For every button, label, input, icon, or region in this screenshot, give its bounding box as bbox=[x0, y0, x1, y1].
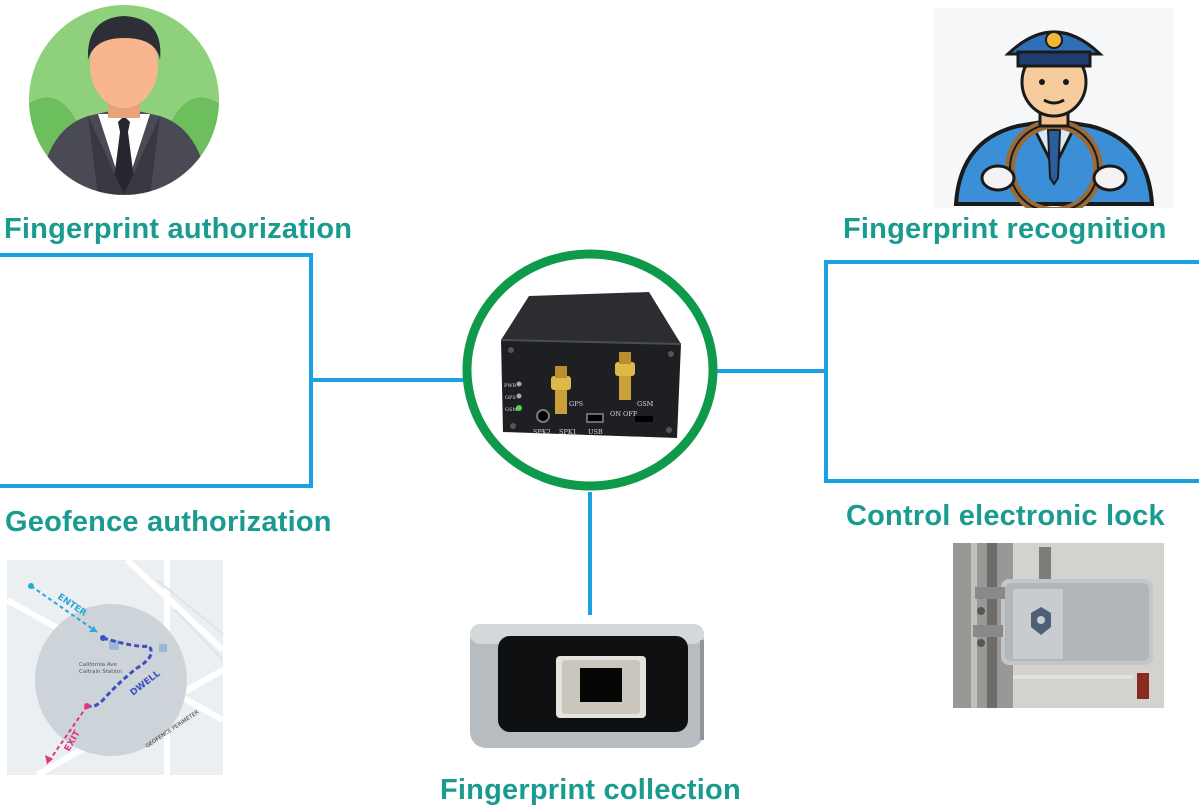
port-label-gsm: GSM bbox=[637, 400, 654, 408]
right-bracket-line bbox=[824, 260, 1199, 483]
led-label-gps: GPS bbox=[505, 395, 516, 401]
label-control-electronic-lock: Control electronic lock bbox=[846, 500, 1165, 532]
label-fingerprint-collection: Fingerprint collection bbox=[440, 774, 741, 806]
police-driver-icon bbox=[934, 8, 1174, 208]
label-geofence-authorization: Geofence authorization bbox=[5, 506, 332, 538]
label-fingerprint-recognition: Fingerprint recognition bbox=[843, 213, 1167, 245]
geofence-map-image: California Ave Caltrain Station ENTER DW… bbox=[7, 560, 223, 775]
map-station-line1: California Ave bbox=[79, 662, 118, 668]
port-label-gps: GPS bbox=[569, 400, 583, 408]
hub-device-tracker-icon: GPS GSM SPK2 SPK1 USB ON OFF PWR GPS GSM bbox=[462, 249, 718, 491]
left-bracket-line bbox=[0, 253, 313, 488]
led-label-gsm: GSM bbox=[505, 407, 518, 413]
port-label-spk2: SPK2 bbox=[533, 428, 551, 436]
port-label-spk1: SPK1 bbox=[559, 428, 577, 436]
port-label-on: ON bbox=[610, 410, 621, 418]
label-fingerprint-authorization: Fingerprint authorization bbox=[4, 213, 353, 245]
businessman-avatar-icon bbox=[29, 5, 219, 195]
map-station-line2: Caltrain Station bbox=[79, 669, 122, 675]
port-label-off: OFF bbox=[623, 410, 638, 418]
led-label-pwr: PWR bbox=[504, 383, 517, 389]
fingerprint-reader-image bbox=[470, 624, 704, 748]
port-label-usb: USB bbox=[588, 428, 603, 436]
electronic-lock-image bbox=[953, 543, 1164, 708]
